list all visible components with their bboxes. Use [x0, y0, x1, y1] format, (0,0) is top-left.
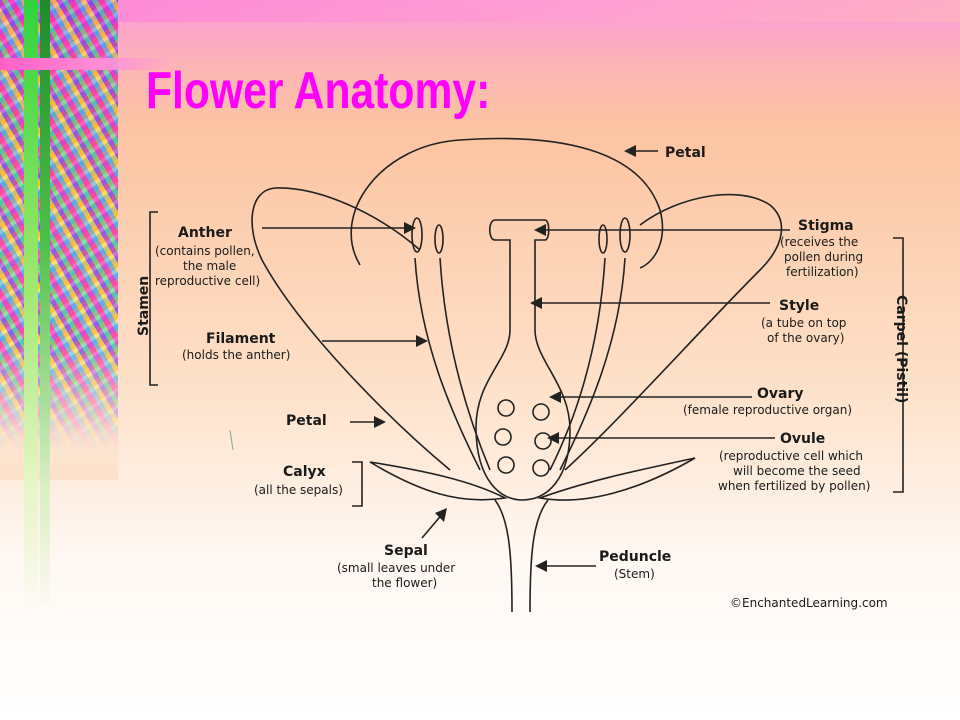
diagram-area	[133, 130, 918, 615]
calyx-bracket	[352, 461, 363, 507]
decorative-green-bar	[24, 0, 38, 610]
label-stigma: Stigma	[798, 218, 854, 234]
label-calyx-sub: (all the sepals)	[254, 483, 343, 497]
label-stamen: Stamen	[136, 276, 152, 336]
label-ovary-sub: (female reproductive organ)	[683, 403, 852, 417]
petal-dome	[350, 137, 664, 269]
ovule-4	[534, 432, 552, 450]
anther-right-2	[619, 217, 631, 253]
label-ovule: Ovule	[780, 431, 825, 447]
ovule-6	[532, 459, 550, 477]
label-ovary: Ovary	[757, 386, 804, 402]
sepal-right	[536, 457, 696, 501]
label-stigma-sub-1: (receives the	[780, 235, 858, 249]
label-filament-sub: (holds the anther)	[182, 348, 290, 362]
label-style-sub-2: of the ovary)	[767, 331, 844, 345]
ovule-3	[494, 428, 512, 446]
ovule-2	[532, 403, 550, 421]
peduncle-right-edge	[529, 499, 549, 613]
label-petal-left: Petal	[286, 413, 327, 429]
carpel-bracket	[893, 237, 904, 493]
arrow-sepal	[421, 508, 447, 539]
pistil-outline	[475, 219, 571, 501]
label-calyx: Calyx	[283, 464, 326, 480]
arrow-ovary	[549, 391, 752, 403]
pattern-fade	[0, 420, 118, 480]
label-style: Style	[779, 298, 819, 314]
arrow-anther	[262, 222, 416, 234]
stamen-bracket	[149, 211, 158, 386]
label-sepal: Sepal	[384, 543, 428, 559]
filament-right-outer	[559, 257, 626, 471]
stray-mark	[229, 429, 234, 451]
decorative-pink-bar	[0, 58, 175, 70]
label-anther-sub-2: the male	[183, 259, 236, 273]
label-carpel: Carpel (Pistil)	[893, 295, 909, 403]
label-filament: Filament	[206, 331, 276, 347]
label-ovule-sub-2: will become the seed	[733, 464, 861, 478]
decorative-green-bar-dark	[40, 0, 50, 610]
arrow-stigma	[534, 224, 790, 236]
sepal-left	[369, 461, 508, 501]
filament-left-outer	[414, 257, 481, 471]
label-anther-sub-3: reproductive cell)	[155, 274, 260, 288]
label-peduncle: Peduncle	[599, 549, 671, 565]
ovule-5	[497, 456, 515, 474]
arrow-filament	[322, 335, 428, 347]
label-stigma-sub-3: fertilization)	[786, 265, 859, 279]
slide-title: Flower Anatomy:	[146, 62, 491, 120]
label-sepal-sub-1: (small leaves under	[337, 561, 455, 575]
anther-left-1	[411, 217, 423, 253]
label-ovule-sub-1: (reproductive cell which	[719, 449, 863, 463]
label-peduncle-sub: (Stem)	[614, 567, 655, 581]
label-petal-top: Petal	[665, 145, 706, 161]
label-anther: Anther	[178, 225, 232, 241]
label-sepal-sub-2: the flower)	[372, 576, 437, 590]
credit-text: ©EnchantedLearning.com	[730, 596, 888, 610]
label-style-sub-1: (a tube on top	[761, 316, 846, 330]
peduncle-left-edge	[494, 499, 513, 613]
arrow-style	[530, 297, 770, 309]
label-ovule-sub-3: when fertilized by pollen)	[718, 479, 870, 493]
arrow-petal-top	[624, 145, 658, 157]
arrow-peduncle	[535, 560, 596, 572]
anther-right-1	[598, 224, 608, 254]
label-stigma-sub-2: pollen during	[784, 250, 863, 264]
label-anther-sub-1: (contains pollen,	[155, 244, 255, 258]
arrow-petal-left	[350, 416, 386, 428]
filament-left-inner	[439, 257, 491, 471]
ovule-1	[497, 399, 515, 417]
arrow-ovule	[547, 432, 775, 444]
decorative-pattern-strip	[0, 0, 118, 455]
top-color-band	[0, 0, 960, 22]
left-petal-shape	[251, 187, 451, 471]
anther-left-2	[434, 224, 444, 254]
filament-right-inner	[549, 257, 606, 471]
